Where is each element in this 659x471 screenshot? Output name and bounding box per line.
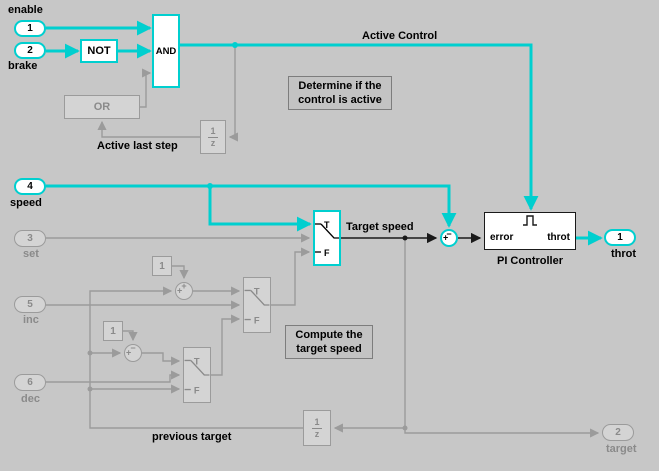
switch-lever-icon: T F (184, 357, 210, 396)
constant-value: 1 (159, 260, 165, 272)
enable-port-label: enable (8, 4, 43, 16)
outport-throt[interactable]: 1 (604, 229, 636, 246)
wire-speed-branch-to-switch1[interactable] (208, 186, 312, 232)
not-block-label: NOT (87, 45, 111, 57)
wires-faded (46, 45, 600, 438)
switch-decrement[interactable]: T F (183, 347, 211, 403)
inport-inc-number: 5 (27, 299, 33, 310)
and-block[interactable]: AND (152, 14, 180, 88)
wire-active-control[interactable] (180, 43, 539, 211)
constant-inc-block[interactable]: 1 (152, 256, 172, 276)
previous-target-label: previous target (152, 431, 232, 443)
wire-and-to-delay-top[interactable] (228, 45, 238, 142)
set-port-label: set (23, 248, 39, 260)
annotation-determine-active[interactable]: Determine if the control is active (288, 76, 392, 110)
inport-enable-number: 1 (27, 23, 33, 34)
inport-set-number: 3 (27, 233, 33, 244)
sum-sign-top: − (130, 343, 136, 353)
svg-text:F: F (324, 248, 330, 258)
wire-or-to-and[interactable] (140, 68, 152, 108)
inport-speed-number: 4 (27, 181, 33, 192)
wire-const-dec-to-sum[interactable] (123, 330, 138, 342)
inport-dec[interactable]: 6 (14, 374, 46, 391)
square-wave-icon (523, 215, 537, 226)
sum-sign-left: + (177, 285, 183, 296)
speed-port-label: speed (10, 197, 42, 209)
target-port-label: target (606, 443, 637, 455)
constant-dec-block[interactable]: 1 (103, 321, 123, 341)
sum-decrement-block[interactable]: − + (124, 344, 142, 362)
pi-error-port-label: error (490, 232, 514, 243)
wire-delay-top-to-or[interactable] (97, 120, 200, 138)
pi-throt-port-label: throt (547, 232, 570, 243)
wires-highlighted (46, 20, 603, 246)
constant-value: 1 (110, 325, 116, 337)
outport-throt-number: 1 (617, 232, 623, 243)
inc-port-label: inc (23, 314, 39, 326)
or-block-label: OR (93, 101, 111, 113)
sum-sign-left: + (443, 232, 449, 243)
annotation-compute-target[interactable]: Compute the target speed (285, 325, 373, 359)
sum-sign-left: + (126, 347, 132, 358)
wire-const-inc-to-sum[interactable] (172, 265, 189, 280)
wire-previous-target-bus[interactable] (89, 286, 303, 429)
active-control-signal-label: Active Control (362, 30, 438, 42)
switch-lever-icon: T F (315, 220, 339, 258)
inport-enable[interactable]: 1 (14, 20, 46, 37)
wire-dec-to-switch3[interactable] (46, 370, 181, 383)
dec-port-label: dec (21, 393, 40, 405)
inport-brake[interactable]: 2 (14, 42, 46, 59)
active-last-step-label: Active last step (97, 140, 178, 152)
outport-target[interactable]: 2 (602, 424, 634, 441)
wire-speed-to-sum[interactable] (46, 184, 457, 228)
switch-lever-icon: T F (244, 287, 270, 326)
svg-text:F: F (254, 316, 260, 326)
wire-switch3-to-switch2[interactable] (211, 314, 241, 376)
inport-speed[interactable]: 4 (14, 178, 46, 195)
junction-dots (87, 42, 408, 431)
and-block-label: AND (155, 45, 177, 57)
switch-target-speed[interactable]: T F (313, 210, 341, 266)
inport-inc[interactable]: 5 (14, 296, 46, 313)
svg-text:F: F (194, 386, 200, 396)
wire-switch2-to-switch1[interactable] (271, 247, 311, 306)
target-speed-signal-label: Target speed (346, 221, 414, 233)
pi-controller-name: PI Controller (496, 255, 563, 267)
outport-target-number: 2 (615, 427, 621, 438)
brake-port-label: brake (8, 60, 38, 72)
not-block[interactable]: NOT (80, 39, 118, 63)
sum-sign-top: + (181, 281, 187, 291)
inport-set[interactable]: 3 (14, 230, 46, 247)
wire-target-branch[interactable] (404, 238, 600, 438)
wire-sum-dec-to-switch3[interactable] (142, 352, 181, 366)
svg-text:T: T (324, 220, 330, 230)
sum-error-block[interactable]: − + (440, 229, 458, 247)
svg-text:T: T (194, 357, 200, 367)
sum-increment-block[interactable]: + + (175, 282, 193, 300)
sum-sign-top: − (446, 229, 452, 239)
pi-controller-block[interactable]: error throt (484, 212, 576, 250)
throt-port-label: throt (611, 248, 637, 260)
switch-increment[interactable]: T F (243, 277, 271, 333)
or-block[interactable]: OR (64, 95, 140, 119)
inport-brake-number: 2 (27, 45, 33, 56)
inport-dec-number: 6 (27, 377, 33, 388)
svg-text:T: T (254, 287, 260, 297)
